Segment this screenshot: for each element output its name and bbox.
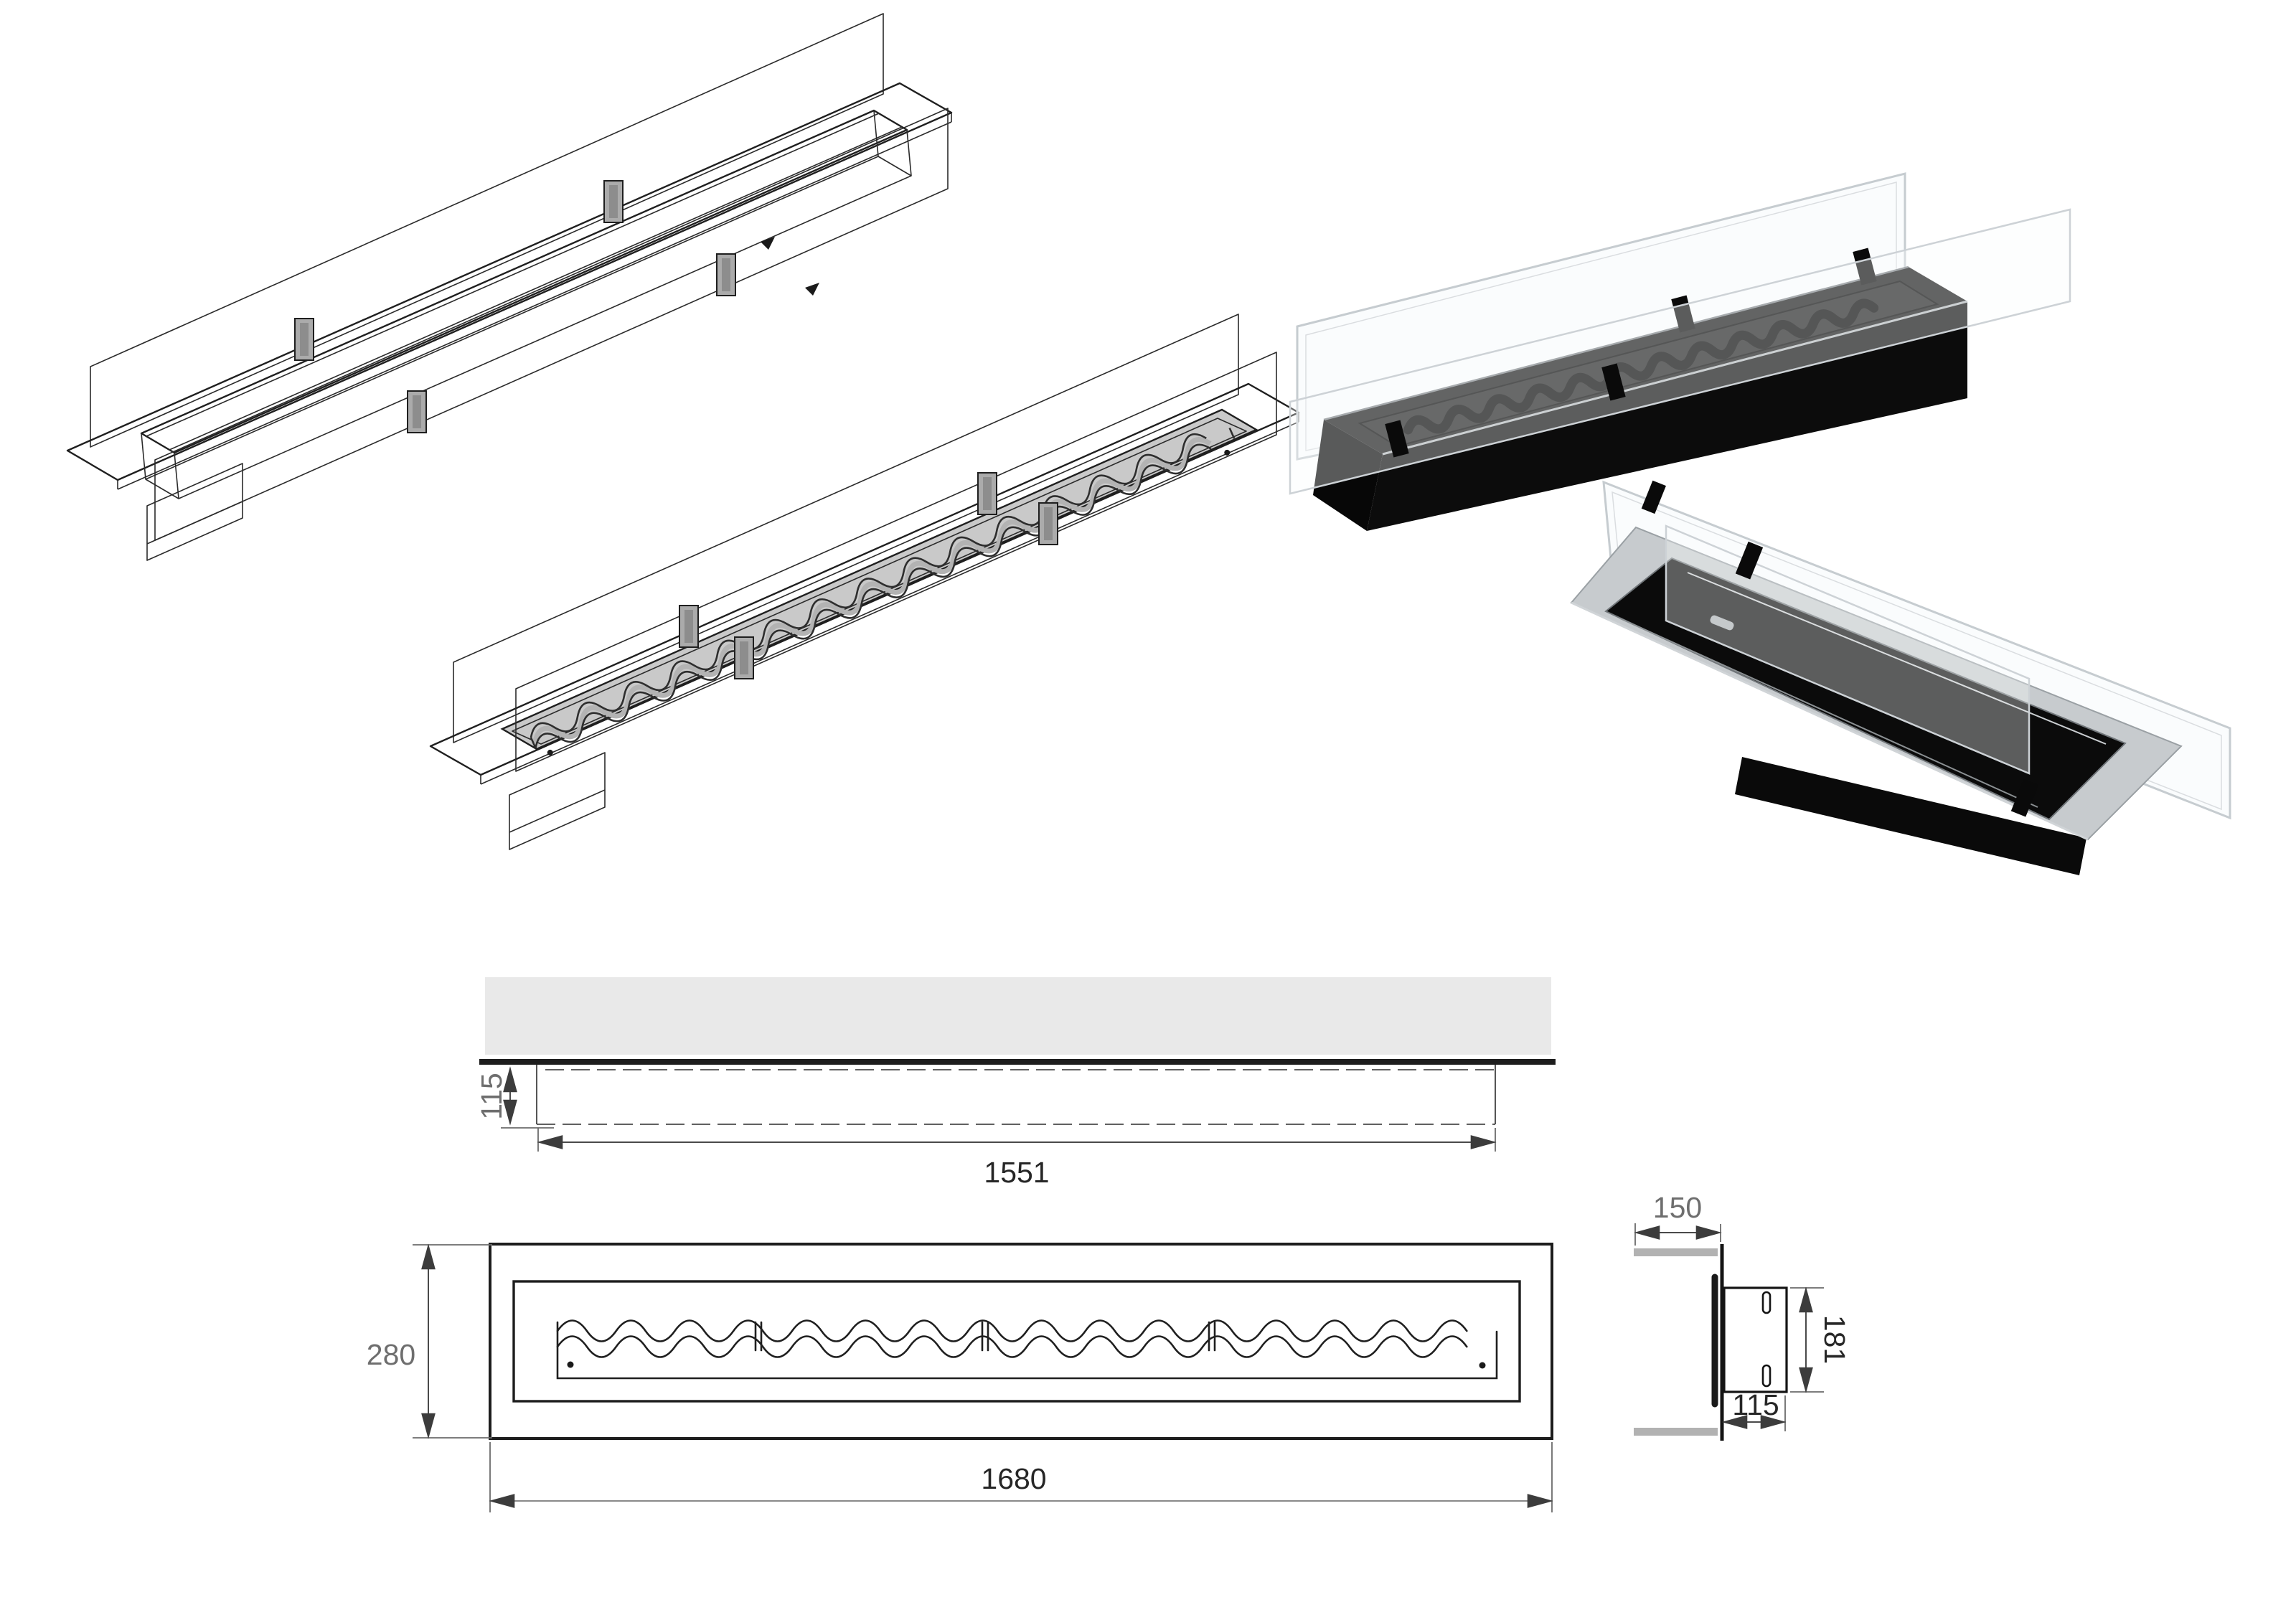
screw-arrow — [761, 237, 775, 250]
front-view: 280 1680 — [367, 1243, 1553, 1512]
wave-slot — [1403, 298, 1879, 435]
dim-label-depth-115: 115 — [475, 1073, 508, 1119]
glass-clip — [1038, 502, 1058, 545]
front-glass-panel — [1289, 208, 2071, 495]
wall-bar-top — [1634, 1248, 1718, 1256]
screw-hole — [567, 1361, 574, 1368]
insert-box — [536, 1065, 1496, 1124]
dim-label-flange-115: 115 — [1732, 1388, 1779, 1421]
glass-clip — [294, 318, 314, 361]
glass-clip — [2010, 778, 2039, 817]
glass-clip — [1385, 420, 1409, 458]
glass-clip — [734, 636, 754, 679]
rim-highlight — [1382, 300, 1968, 456]
rim-highlight — [1323, 265, 1909, 421]
glass-clip — [603, 180, 624, 223]
front-glass-outline — [515, 352, 1277, 772]
tray-opening — [140, 109, 908, 454]
mount-slot — [1761, 1364, 1772, 1388]
glass-clip — [1601, 363, 1626, 401]
wall-bar-bottom — [1634, 1428, 1718, 1436]
screw-arrow — [805, 283, 819, 296]
tray-inner-walls — [141, 110, 912, 499]
rim-highlight — [1571, 601, 2089, 841]
wave-plate — [500, 408, 1258, 750]
glass-clip — [1641, 480, 1666, 514]
render-burner-open — [1570, 480, 2231, 875]
back-glass-outline — [453, 314, 1239, 743]
wave-slot — [530, 427, 1236, 755]
glass-clip — [407, 390, 427, 433]
dim-label-width-1551: 1551 — [984, 1156, 1049, 1189]
body-box — [1723, 1286, 1788, 1393]
side-view: 150 181 115 — [1634, 1191, 1851, 1441]
section-view-recessed: 115 1551 — [475, 977, 1556, 1189]
dim-label-height-181: 181 — [1818, 1315, 1851, 1364]
dim-label-depth-150: 150 — [1653, 1191, 1702, 1224]
dim-label-width-1680: 1680 — [981, 1462, 1046, 1495]
tray-foot — [509, 752, 606, 850]
tray-foot — [146, 463, 243, 561]
screw-hole — [1479, 1362, 1486, 1369]
burner-under-box — [1735, 757, 2086, 875]
back-glass-outline — [90, 13, 884, 448]
glass-clip — [1735, 541, 1764, 580]
burner-end-face — [1313, 420, 1383, 531]
glass-clip — [679, 605, 699, 648]
front-glass-outline — [154, 108, 949, 541]
inner-frame — [512, 1280, 1521, 1403]
flange-line — [479, 1059, 1556, 1065]
wave-burner-strip — [556, 1319, 1498, 1380]
side-glass-panel — [1665, 524, 2031, 775]
glass-clip — [716, 253, 736, 296]
dim-label-height-280: 280 — [367, 1338, 415, 1371]
flange-outline — [66, 82, 953, 481]
iso-wireframe-empty-tray — [66, 13, 953, 561]
tray-interior — [1604, 557, 2127, 821]
glass-clip — [1853, 248, 1877, 286]
iso-wireframe-wave-plate — [429, 314, 1300, 850]
outer-frame — [489, 1243, 1553, 1440]
wall-section — [485, 977, 1551, 1055]
mount-slot — [1761, 1291, 1772, 1314]
glass-clip — [977, 472, 997, 515]
burner-front-face — [1367, 301, 1967, 531]
fuel-slot — [1710, 615, 1734, 631]
glass-clip — [1671, 295, 1695, 333]
render-burner-closed — [1289, 172, 2071, 531]
